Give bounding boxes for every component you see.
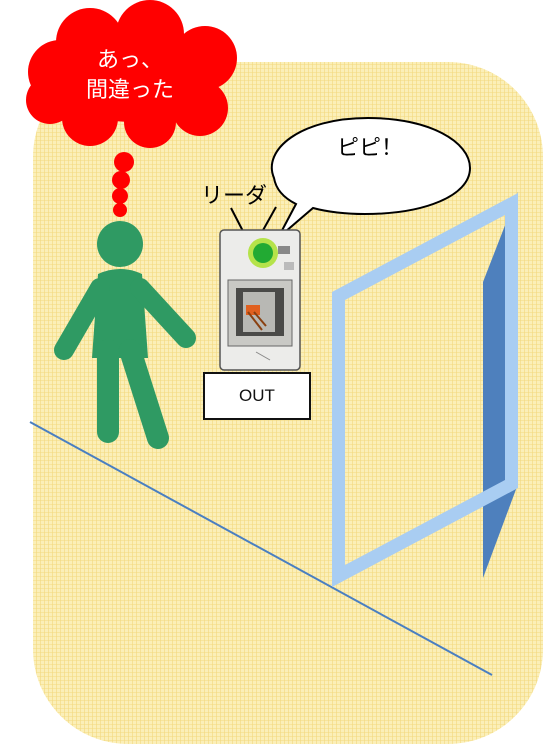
reader-label: リーダ <box>201 184 268 209</box>
thought-bubble-text: あっ、 間違った <box>50 46 210 106</box>
out-sign-label: OUT <box>239 386 275 405</box>
speech-bubble-text: ピピ！ <box>336 136 403 161</box>
thought-line-1: あっ、 <box>96 48 163 73</box>
thought-bubble <box>26 0 237 217</box>
out-sign: OUT <box>203 372 311 420</box>
card-reader <box>219 229 301 371</box>
person-figure <box>54 221 196 449</box>
thought-line-2: 間違った <box>85 78 174 103</box>
reader-status-light-core <box>253 243 273 263</box>
floor-line <box>29 421 493 676</box>
